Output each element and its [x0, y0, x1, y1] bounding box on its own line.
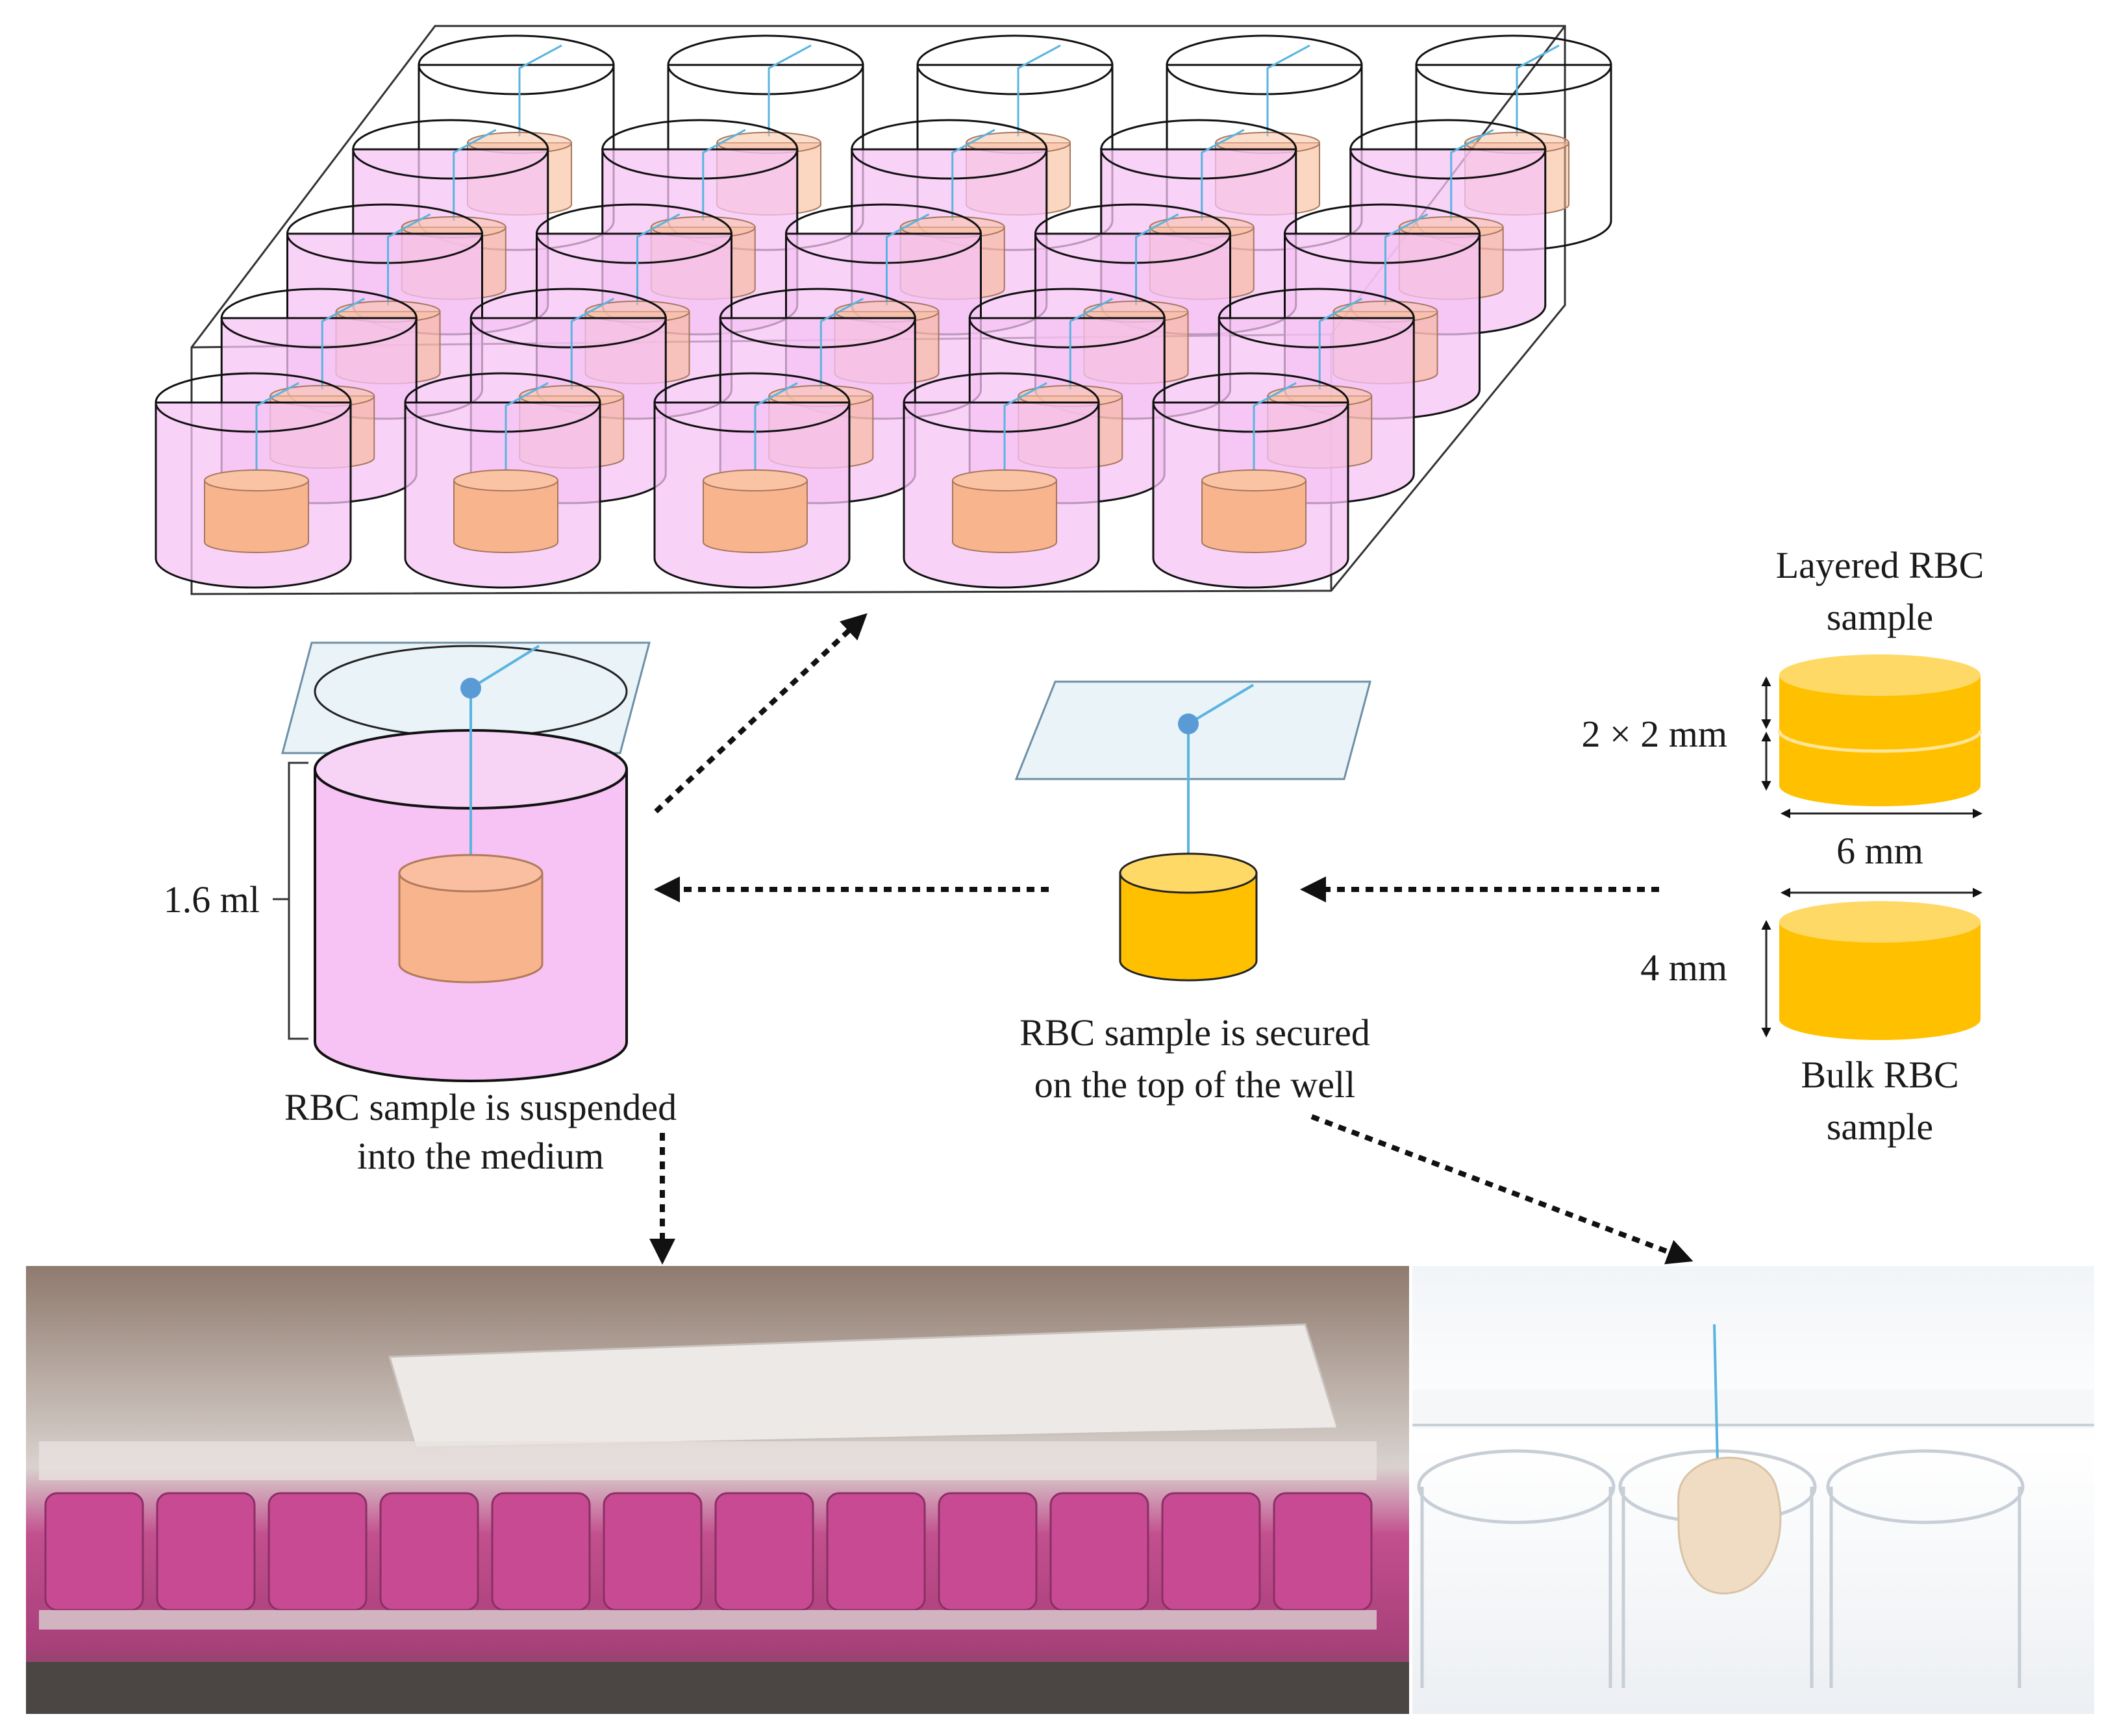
photo-pink-well — [268, 1492, 368, 1611]
photo-pink-well — [44, 1492, 144, 1611]
bulk-title-line1: Bulk RBC — [1801, 1054, 1958, 1096]
secured-sample-icon — [1014, 680, 1371, 982]
suspended-sample — [398, 872, 544, 984]
secured-caption-line2: on the top of the well — [1034, 1063, 1356, 1106]
bulk-sample-icon — [1779, 901, 1981, 1040]
photo-sample-blob — [1677, 1456, 1782, 1594]
photo-pink-well — [379, 1492, 479, 1611]
suspended-caption-line2: into the medium — [357, 1135, 604, 1177]
photo-secured-sample — [1412, 1266, 2094, 1714]
photo-pink-well — [826, 1492, 926, 1611]
lid-plane — [281, 641, 651, 754]
suspended-caption-line1: RBC sample is suspended — [284, 1086, 677, 1128]
plate-well — [903, 372, 1100, 589]
photo-pink-well — [491, 1492, 591, 1611]
photo-well-plate-side — [26, 1266, 1409, 1714]
layered-title-line2: sample — [1827, 596, 1933, 638]
photo-pink-well — [714, 1492, 814, 1611]
arrow-well-to-plate — [654, 613, 868, 813]
bulk-dim-label: 4 mm — [1640, 947, 1727, 989]
layered-dimension-arrows — [1761, 676, 1982, 819]
arrow-secured-to-photo — [1310, 1114, 1694, 1265]
layered-sample-icon — [1777, 654, 1982, 806]
photo-pink-well — [1049, 1492, 1149, 1611]
photo-pink-well — [1161, 1492, 1261, 1611]
photo-pink-well — [156, 1492, 256, 1611]
plate-well — [404, 372, 601, 589]
photo-pink-well — [1273, 1492, 1373, 1611]
plate-well — [155, 372, 352, 589]
single-well-icon — [273, 641, 651, 1082]
hook-dot — [1178, 713, 1199, 734]
width-dim-label: 6 mm — [1836, 830, 1923, 872]
plate-well — [653, 372, 851, 589]
photo-pink-well — [603, 1492, 703, 1611]
bulk-title-line2: sample — [1827, 1106, 1933, 1148]
photo-pink-well — [938, 1492, 1038, 1611]
well-plate-icon — [155, 25, 1612, 595]
volume-label: 1.6 ml — [164, 878, 260, 921]
layered-title-line1: Layered RBC — [1776, 544, 1984, 586]
hook-dot — [460, 678, 481, 699]
plate-well — [1152, 372, 1349, 589]
secured-caption-line1: RBC sample is secured — [1019, 1011, 1370, 1054]
volume-bracket — [273, 762, 308, 1040]
layered-dim-label: 2 × 2 mm — [1582, 713, 1727, 755]
